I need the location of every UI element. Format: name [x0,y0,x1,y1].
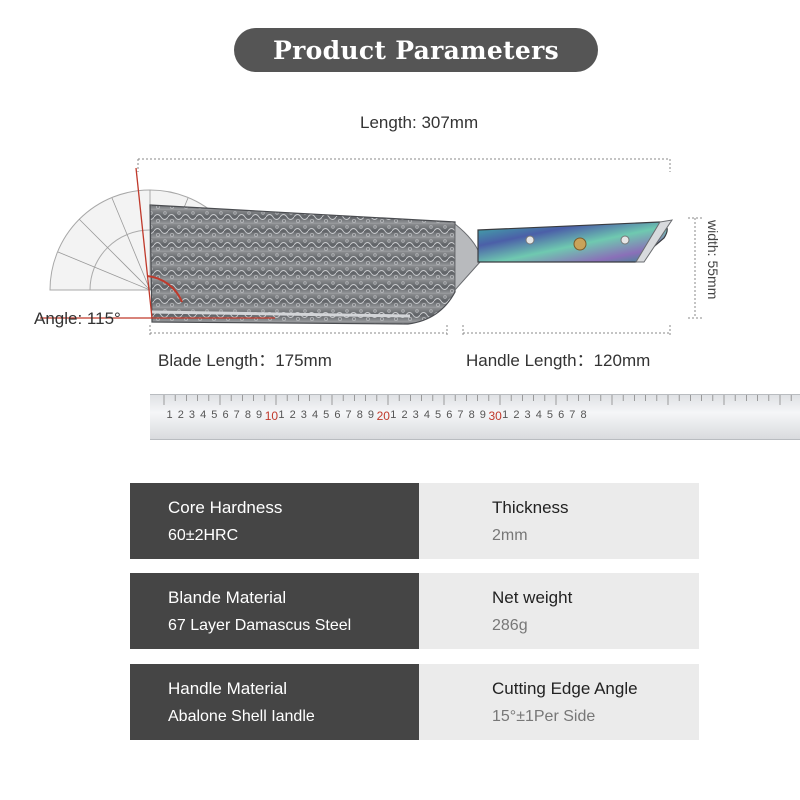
spec-name: Thickness [492,498,569,517]
spec-value: 67 Layer Damascus Steel [168,617,352,634]
ruler-number: 30 [488,409,502,423]
spec-name: Handle Material [168,679,288,698]
ruler-number: 1 [390,409,397,421]
ruler-number: 3 [524,409,531,421]
ruler-number: 6 [446,409,453,421]
ruler-number: 8 [244,409,251,421]
abalone-handle [477,219,674,263]
spec-value: 60±2HRC [168,527,239,544]
spec-row: Handle Material Abalone Shell Iandle Cut… [130,664,699,740]
ruler-number: 1 [278,409,285,421]
ruler-number: 2 [401,409,408,421]
ruler-number: 7 [345,409,352,421]
blade-handle-dimension-lines [149,325,671,335]
angle-indicator [40,167,275,319]
width-label: width: 55mm [705,220,721,300]
spec-name: Core Hardness [168,498,283,517]
length-dimension-line [137,158,671,172]
page-title: Product Parameters [234,28,598,72]
ruler-number: 7 [457,409,464,421]
ruler-number: 3 [300,409,307,421]
ruler-number: 10 [264,409,279,423]
ruler-number: 4 [311,409,319,421]
ruler-number: 9 [479,409,486,421]
spec-cell-core-hardness: Core Hardness 60±2HRC [130,483,419,559]
ruler-number: 6 [334,409,341,421]
spec-cell-net-weight: Net weight 286g [419,573,699,649]
spec-row: Core Hardness 60±2HRC Thickness 2mm [130,483,699,559]
spec-cell-cutting-edge-angle: Cutting Edge Angle 15°±1Per Side [419,664,699,740]
spec-value: Abalone Shell Iandle [168,708,315,725]
ruler-number: 2 [513,409,520,421]
spec-name: Cutting Edge Angle [492,679,638,698]
blade [149,204,481,325]
ruler-number: 9 [367,409,375,421]
spec-name: Net weight [492,588,573,607]
spec-cell-blade-material: Blande Material 67 Layer Damascus Steel [130,573,419,649]
ruler-number: 1 [502,409,509,421]
ruler-number: 1 [166,409,173,421]
ruler-number: 2 [177,409,184,421]
knife-illustration [40,158,702,335]
ruler-number: 8 [356,409,363,421]
ruler-number: 7 [233,409,240,421]
ruler-number: 3 [412,409,419,421]
ruler-number: 8 [580,409,587,421]
ruler-number: 20 [376,409,390,423]
ruler-ticks [163,395,792,405]
ruler-number: 5 [435,409,442,421]
spec-row: Blande Material 67 Layer Damascus Steel … [130,573,699,649]
ruler-number: 8 [468,409,475,421]
length-label: Length: 307mm [360,113,479,132]
ruler-number: 5 [211,409,218,421]
spec-name: Blande Material [168,588,287,607]
width-dimension-line [688,217,702,319]
ruler-number: 4 [200,409,207,421]
ruler-number: 4 [423,409,430,421]
ruler-number: 4 [535,409,542,421]
spec-value: 286g [492,617,528,634]
spec-cell-thickness: Thickness 2mm [419,483,699,559]
spec-cell-handle-material: Handle Material Abalone Shell Iandle [130,664,419,740]
ruler-number: 2 [289,409,296,421]
spec-value: 15°±1Per Side [492,708,596,725]
ruler-number: 5 [323,409,330,421]
ruler-number: 6 [558,409,565,421]
ruler-number: 5 [546,409,554,421]
ruler-number: 7 [569,409,576,421]
ruler-number: 6 [222,409,229,421]
ruler-number: 9 [256,409,263,421]
spec-value: 2mm [492,527,528,544]
ruler-number: 3 [188,409,196,421]
angle-label: Angle: 115° [34,309,121,328]
blade-length-label: Blade Length：175mm [158,351,332,370]
handle-length-label: Handle Length：120mm [466,351,651,370]
